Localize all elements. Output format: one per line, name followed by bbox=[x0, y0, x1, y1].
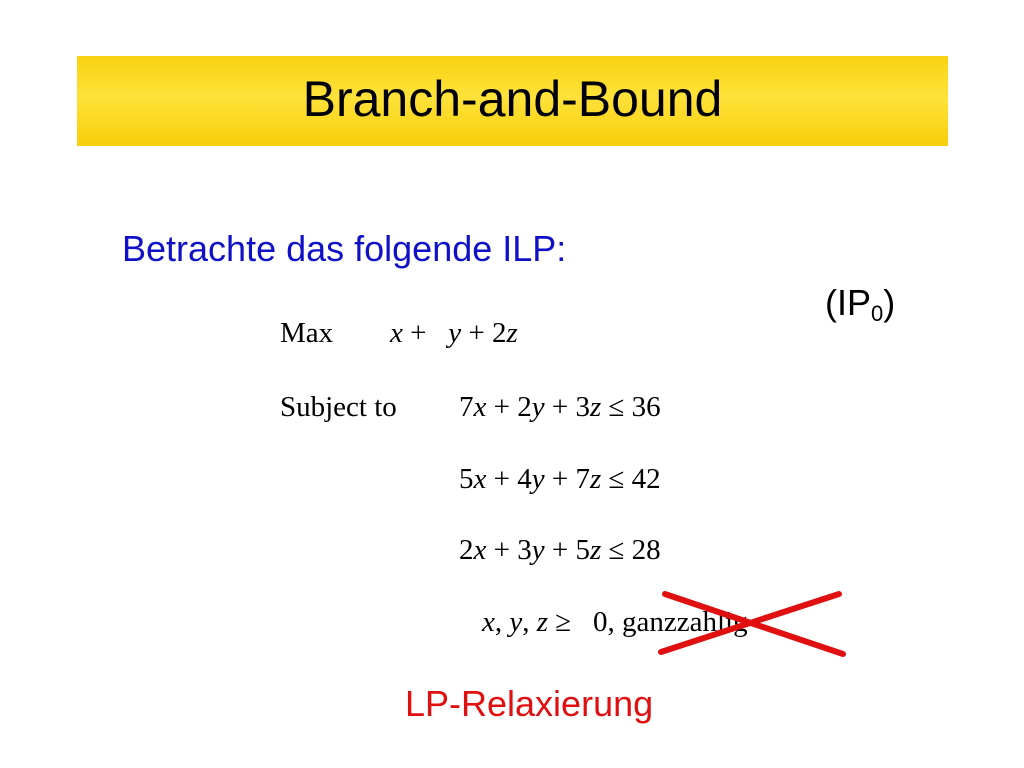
constraint-1-c1: 7 bbox=[459, 391, 474, 423]
constraint-3-v1: x bbox=[473, 534, 487, 566]
constraint-3-v3: z bbox=[589, 534, 602, 566]
constraint-2-c3: + 7 bbox=[544, 463, 590, 495]
constraint-3-c3: + 5 bbox=[544, 534, 590, 566]
constraint-3-v2: y bbox=[531, 534, 545, 566]
constraint-3-c2: + 3 bbox=[486, 534, 532, 566]
constraint-1-v1: x bbox=[473, 391, 487, 423]
domain-var-y: y bbox=[509, 606, 523, 638]
intro-text: Betrachte das folgende ILP: bbox=[122, 228, 567, 269]
constraint-keyword: Subject to bbox=[280, 391, 397, 423]
constraint-2-v2: y bbox=[531, 463, 545, 495]
title-bar: Branch-and-Bound bbox=[77, 56, 948, 146]
domain-var-x: x bbox=[482, 606, 495, 638]
objective-plus: + bbox=[410, 317, 427, 349]
constraint-3: 2x + 3y + 5z ≤ 28 bbox=[459, 534, 661, 567]
objective-var-z: z bbox=[506, 317, 518, 349]
domain-constraint: x, y, z ≥ 0, ganzzahlig bbox=[482, 606, 748, 639]
problem-label: (IP0) bbox=[825, 282, 895, 327]
constraint-3-rel: ≤ 28 bbox=[601, 534, 661, 566]
relaxation-label: LP-Relaxierung bbox=[405, 683, 654, 724]
constraint-2-c2: + 4 bbox=[486, 463, 532, 495]
objective-coef-z: + 2 bbox=[468, 317, 507, 349]
constraint-1-v2: y bbox=[531, 391, 545, 423]
objective-var-x: x bbox=[390, 317, 403, 349]
constraint-1-c3: + 3 bbox=[544, 391, 590, 423]
objective-var-y: y bbox=[448, 317, 462, 349]
problem-label-suffix: ) bbox=[883, 282, 896, 323]
constraint-2: 5x + 4y + 7z ≤ 42 bbox=[459, 463, 661, 496]
slide-title: Branch-and-Bound bbox=[302, 71, 723, 127]
objective-expression: x + y + 2z bbox=[390, 317, 518, 350]
constraint-3-c1: 2 bbox=[459, 534, 474, 566]
constraint-2-v1: x bbox=[473, 463, 487, 495]
problem-label-subscript: 0 bbox=[871, 301, 884, 326]
red-cross-icon bbox=[658, 591, 846, 657]
constraint-2-rel: ≤ 42 bbox=[601, 463, 661, 495]
constraint-1-v3: z bbox=[589, 391, 602, 423]
domain-rel: ≥ 0, bbox=[548, 606, 622, 638]
objective-keyword: Max bbox=[280, 317, 334, 349]
domain-sep-2: , bbox=[522, 606, 537, 638]
domain-var-z: z bbox=[536, 606, 549, 638]
constraint-2-c1: 5 bbox=[459, 463, 474, 495]
constraint-1: 7x + 2y + 3z ≤ 36 bbox=[459, 391, 661, 424]
domain-sep-1: , bbox=[494, 606, 510, 638]
cross-stroke-2 bbox=[662, 591, 846, 657]
constraint-2-v3: z bbox=[589, 463, 602, 495]
constraint-1-rel: ≤ 36 bbox=[601, 391, 661, 423]
constraint-1-c2: + 2 bbox=[486, 391, 532, 423]
problem-label-prefix: (IP bbox=[825, 282, 872, 323]
